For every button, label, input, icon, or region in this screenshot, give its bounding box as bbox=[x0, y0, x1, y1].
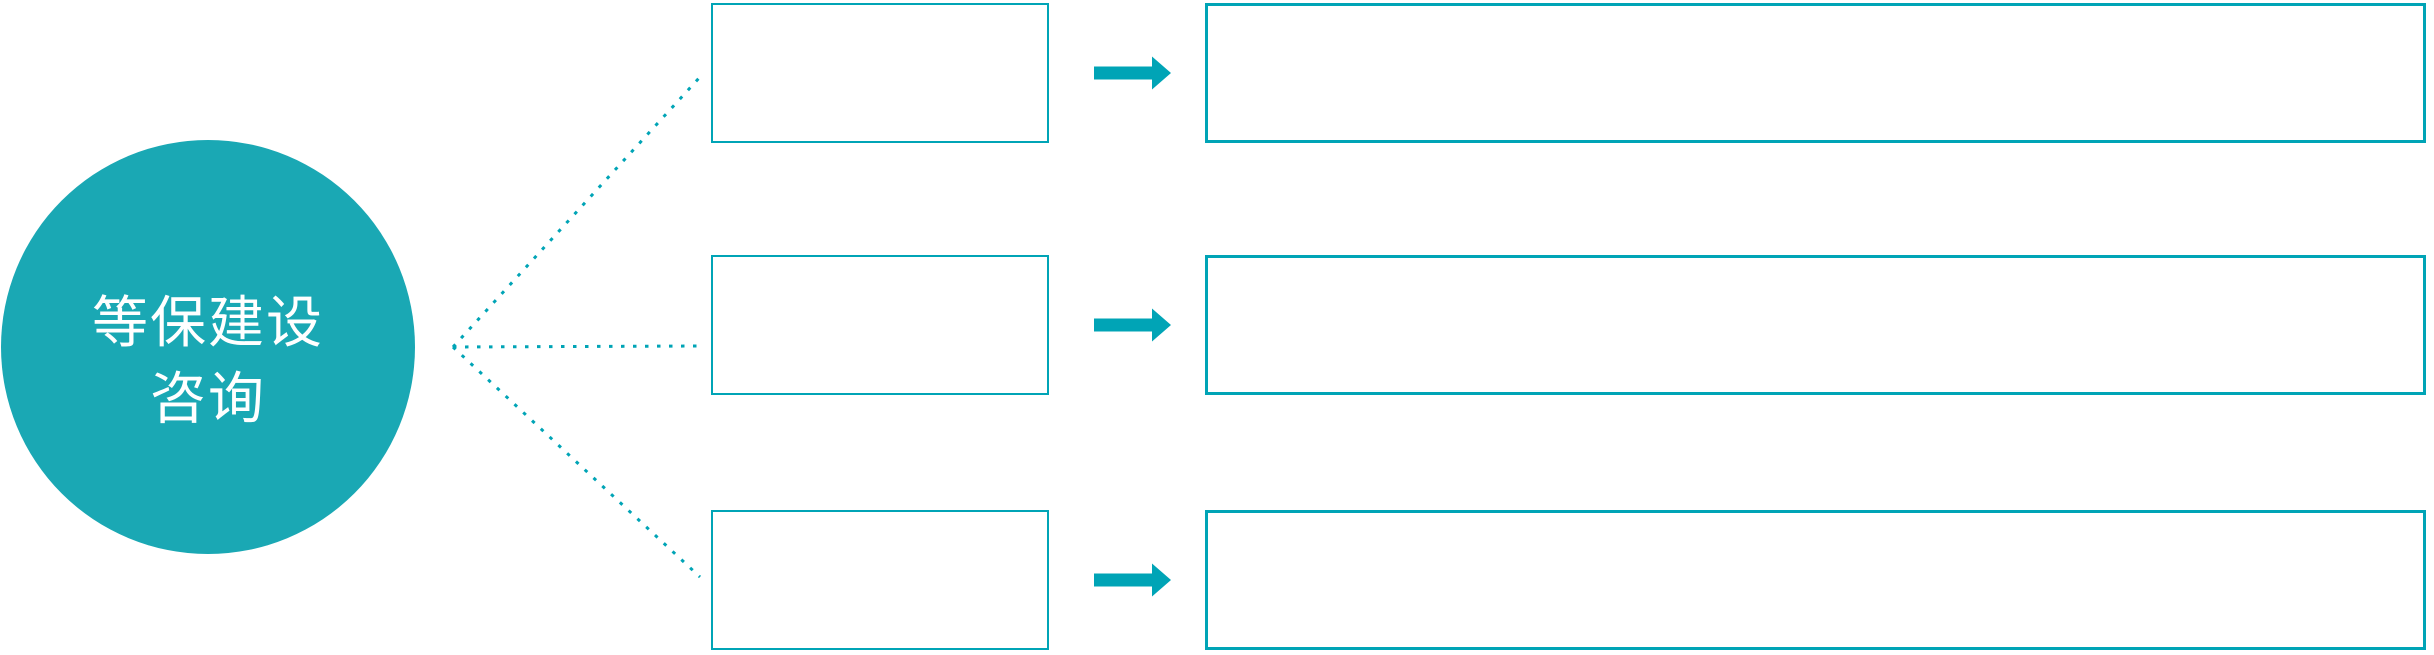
root-topic-label-line1: 等保建设 bbox=[92, 291, 324, 356]
detail-box-2 bbox=[1205, 255, 2426, 395]
step-box-3 bbox=[711, 510, 1049, 650]
root-topic-label-line2: 咨询 bbox=[150, 367, 266, 432]
step-box-1 bbox=[711, 3, 1049, 143]
diagram-row-1 bbox=[0, 3, 2434, 143]
right-arrow-icon bbox=[1094, 563, 1172, 597]
dotted-connector-middle bbox=[452, 344, 699, 349]
right-arrow-icon bbox=[1094, 308, 1172, 342]
root-topic-circle: 等保建设 咨询 bbox=[1, 140, 415, 554]
diagram-row-2 bbox=[0, 255, 2434, 395]
diagram-row-3 bbox=[0, 510, 2434, 650]
step-box-2 bbox=[711, 255, 1049, 395]
detail-box-3 bbox=[1205, 510, 2426, 650]
detail-box-1 bbox=[1205, 3, 2426, 143]
right-arrow-icon bbox=[1094, 56, 1172, 90]
dotted-connector-bottom bbox=[451, 345, 702, 579]
root-topic-label: 等保建设 咨询 bbox=[92, 286, 324, 438]
dotted-connector-top bbox=[451, 75, 702, 349]
